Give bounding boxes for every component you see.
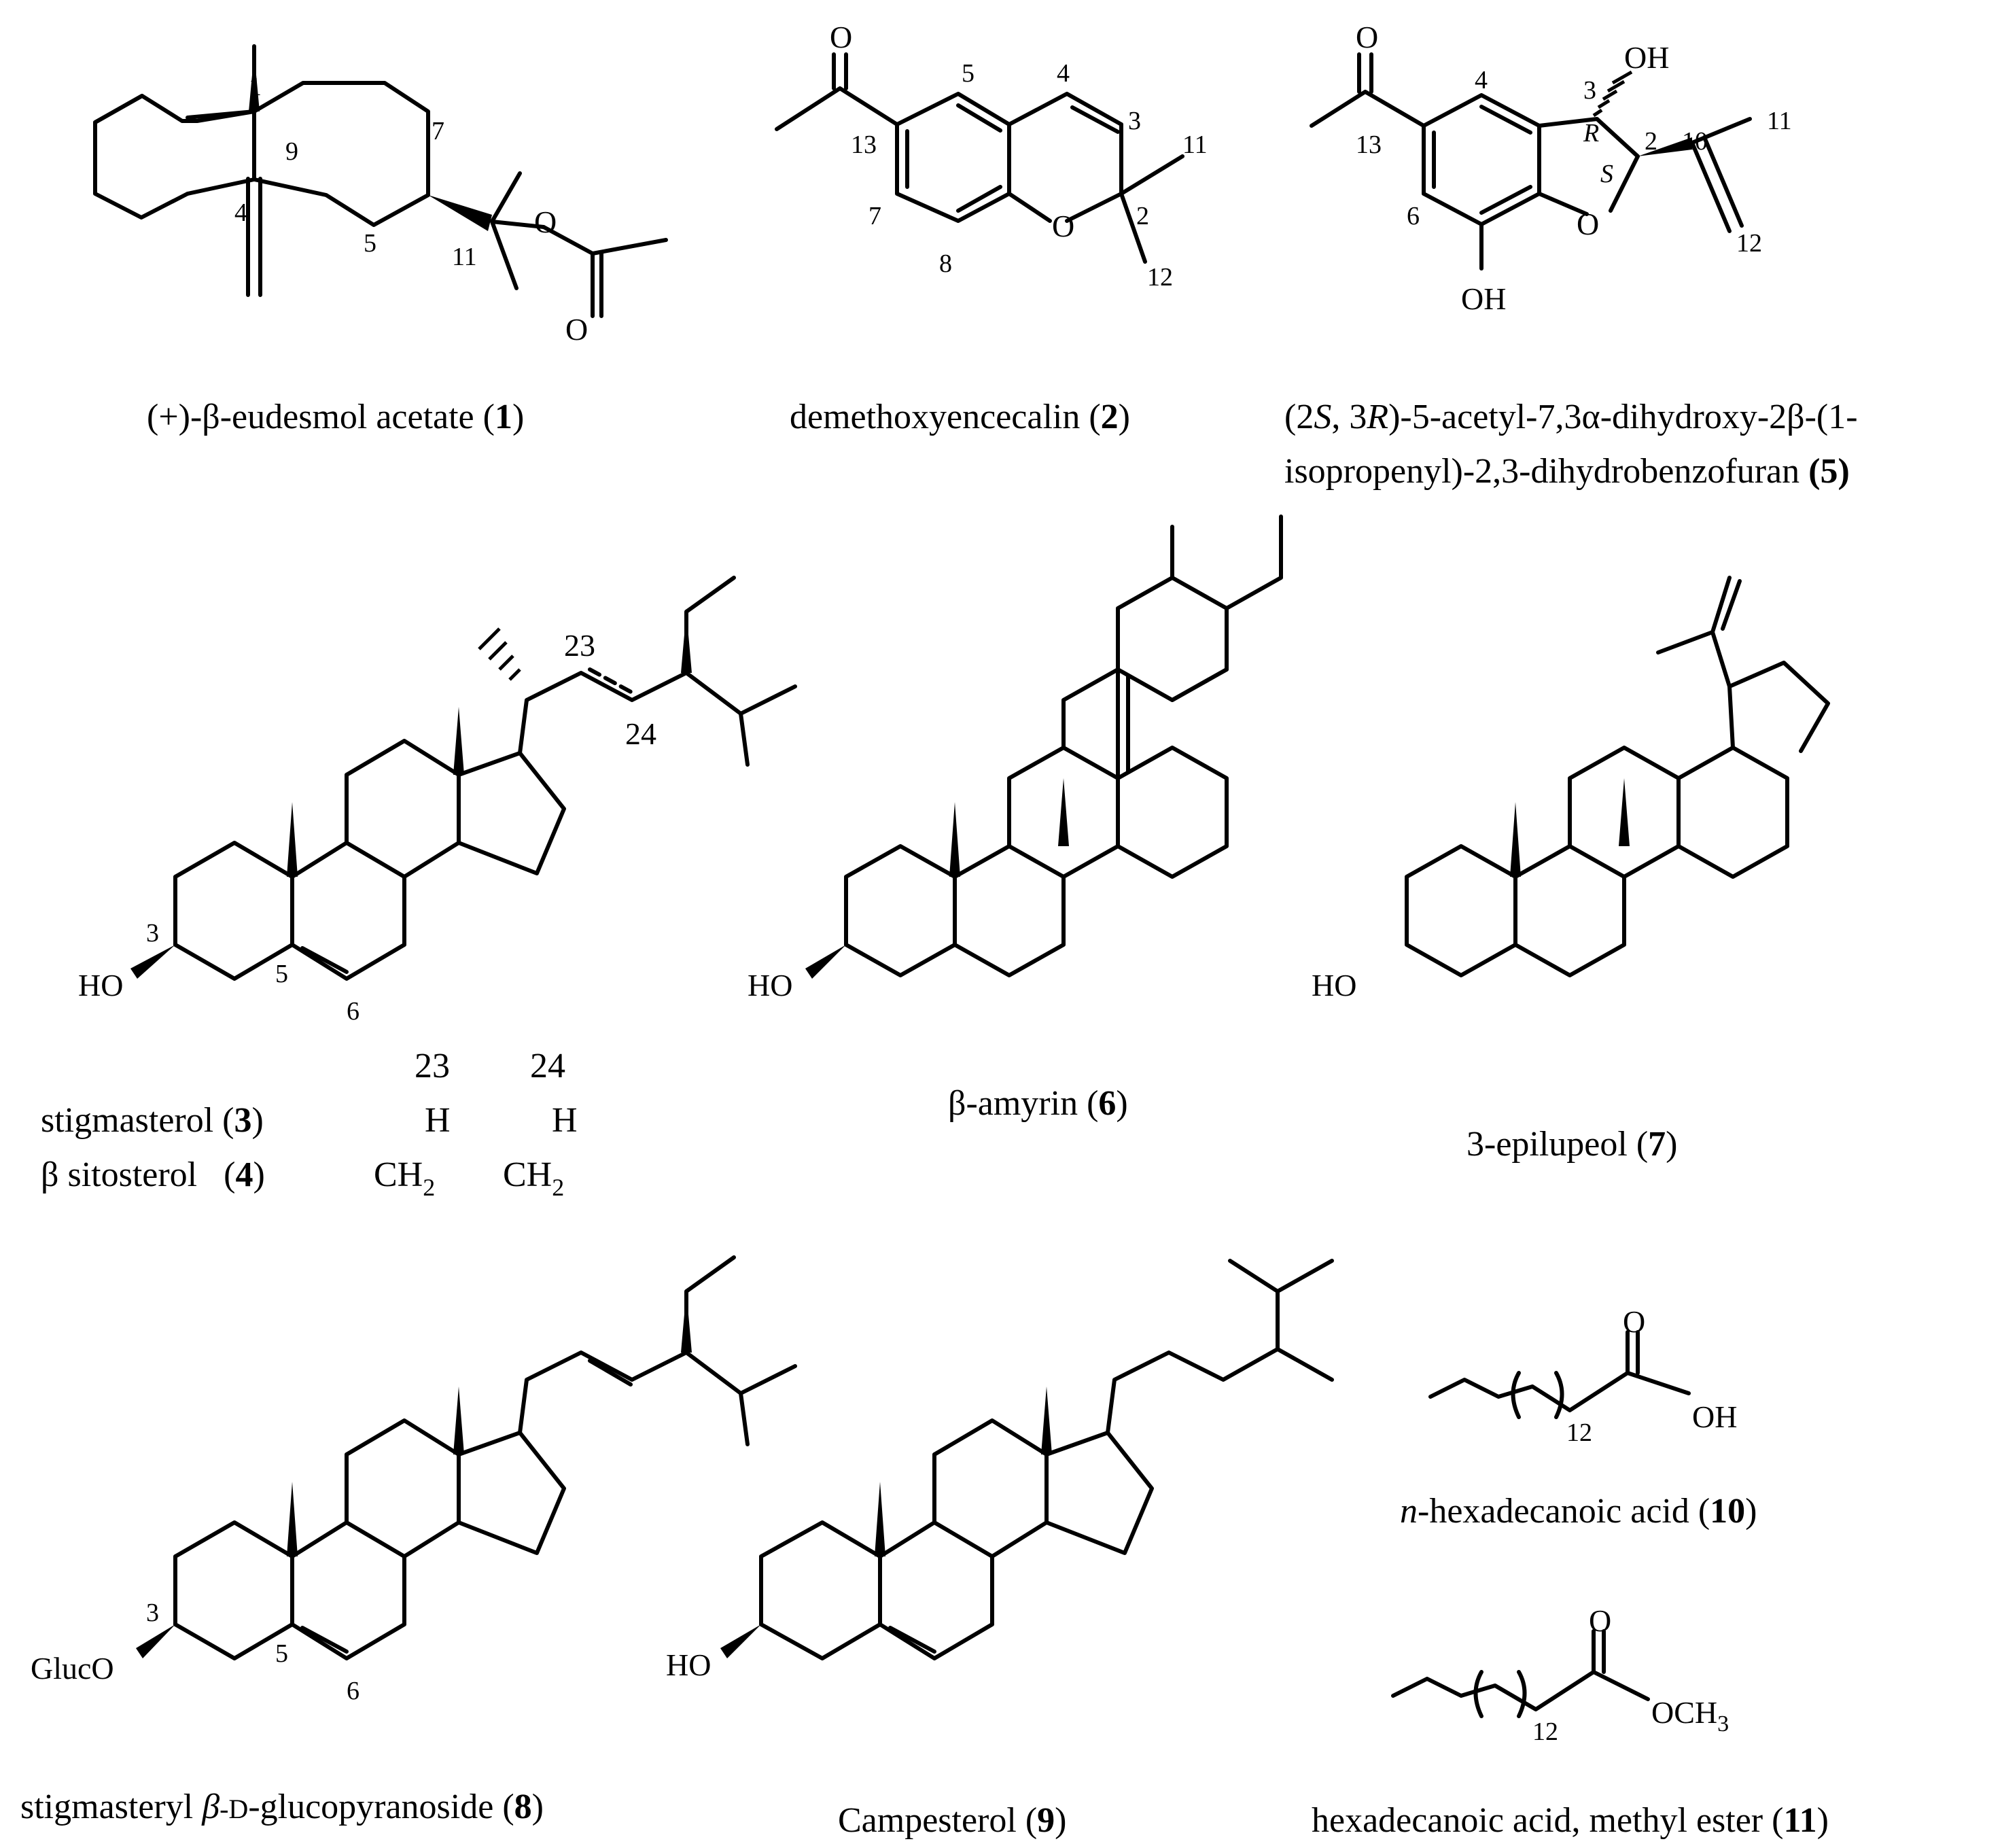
c10-atom-o: O <box>1623 1304 1645 1339</box>
c3-num-24: 24 <box>625 716 656 751</box>
c11-atom-o: O <box>1589 1603 1611 1638</box>
c5-num-3: 3 <box>1583 76 1596 105</box>
c5-num-11: 11 <box>1767 107 1792 135</box>
compound-3-structure <box>130 576 797 981</box>
c5-num-2: 2 <box>1645 127 1657 156</box>
c5-num-12: 12 <box>1736 229 1762 258</box>
c3-table-cell-h23: H <box>425 1101 451 1140</box>
c5-atom-oh-3: OH <box>1624 40 1669 75</box>
c3-num-6: 6 <box>347 997 359 1026</box>
c3-table-cell-h24: H <box>552 1101 578 1140</box>
c5-num-6: 6 <box>1407 202 1420 230</box>
c1-num-11: 11 <box>452 243 477 271</box>
c3-table-cell-ch2-24: CH2 <box>503 1155 564 1201</box>
compound-7-structure <box>1405 576 1830 977</box>
c2-num-4: 4 <box>1057 59 1070 88</box>
c10-caption: n-hexadecanoic acid (10) <box>1400 1492 1757 1531</box>
c7-atom-ho: HO <box>1312 968 1356 1003</box>
compound-1-structure <box>93 44 668 318</box>
c2-num-12: 12 <box>1147 263 1173 292</box>
compound-2-structure <box>775 52 1184 264</box>
c3-num-23: 23 <box>564 628 595 663</box>
c8-num-6: 6 <box>347 1677 359 1705</box>
c2-num-2: 2 <box>1136 202 1149 230</box>
c1-num-4: 4 <box>234 198 247 227</box>
c3-table-header-24: 24 <box>530 1047 565 1085</box>
c2-atom-o-ring: O <box>1052 209 1074 243</box>
c1-num-7: 7 <box>432 117 444 145</box>
c10-repeat-12: 12 <box>1566 1418 1592 1447</box>
c5-atom-o-ring: O <box>1577 207 1599 241</box>
c3-table-row-sitosterol: β sitosterol (4) <box>41 1155 265 1194</box>
c2-num-8: 8 <box>939 249 952 278</box>
c1-atom-o-carbonyl: O <box>565 312 588 347</box>
c1-caption: (+)-β-eudesmol acetate (1) <box>147 398 524 436</box>
c9-caption: Campesterol (9) <box>838 1801 1066 1840</box>
compound-11-structure <box>1391 1629 1650 1718</box>
compound-8-structure <box>136 1255 797 1660</box>
c3-num-5: 5 <box>275 960 288 988</box>
c2-atom-o-carbonyl: O <box>830 20 852 54</box>
compound-5-structure <box>1310 52 1752 271</box>
c1-num-5: 5 <box>364 229 376 258</box>
c2-caption: demethoxyencecalin (2) <box>790 398 1130 436</box>
c5-stereo-r: R <box>1583 119 1599 147</box>
c5-caption-line1: (2S, 3R)-5-acetyl-7,3α-dihydroxy-2β-(1- <box>1284 398 1858 436</box>
c5-stereo-s: S <box>1600 160 1613 188</box>
c3-table-header-23: 23 <box>415 1047 450 1085</box>
c8-num-5: 5 <box>275 1639 288 1668</box>
c8-atom-gluco: GlucO <box>31 1651 114 1686</box>
c3-num-3: 3 <box>146 919 159 947</box>
compound-6-structure <box>805 515 1283 979</box>
c8-caption: stigmasteryl β-D-glucopyranoside (8) <box>20 1788 544 1826</box>
c6-atom-ho: HO <box>748 968 792 1003</box>
c3-table-row-stigmasterol: stigmasterol (3) <box>41 1101 264 1140</box>
c2-num-7: 7 <box>868 202 881 230</box>
c5-caption-line2: isopropenyl)-2,3-dihydrobenzofuran (5) <box>1284 452 1850 491</box>
c3-table-cell-ch2-23: CH2 <box>374 1155 435 1201</box>
c5-num-4: 4 <box>1475 66 1488 94</box>
c5-num-10: 10 <box>1682 127 1708 156</box>
compound-10-structure <box>1428 1330 1691 1419</box>
c8-num-3: 3 <box>146 1599 159 1627</box>
compound-9-structure <box>720 1259 1334 1660</box>
c2-num-3: 3 <box>1128 107 1141 135</box>
c2-num-5: 5 <box>962 59 974 88</box>
c11-repeat-12: 12 <box>1532 1718 1558 1746</box>
c1-num-9: 9 <box>285 137 298 166</box>
c10-atom-oh: OH <box>1692 1399 1737 1434</box>
c9-atom-ho: HO <box>666 1647 711 1682</box>
c11-atom-och3: OCH3 <box>1651 1695 1729 1737</box>
c2-num-11: 11 <box>1182 130 1208 159</box>
c1-atom-o-ester: O <box>534 205 557 239</box>
c6-caption: β-amyrin (6) <box>948 1084 1128 1123</box>
c3-atom-ho: HO <box>78 968 123 1003</box>
c2-num-13: 13 <box>851 130 877 159</box>
c1-num-1: 1 <box>249 73 262 101</box>
c5-num-13: 13 <box>1356 130 1382 159</box>
c5-atom-o-carbonyl: O <box>1356 20 1378 54</box>
c11-caption: hexadecanoic acid, methyl ester (11) <box>1312 1801 1829 1840</box>
c5-atom-oh-7: OH <box>1461 281 1506 316</box>
c7-caption: 3-epilupeol (7) <box>1467 1125 1677 1164</box>
